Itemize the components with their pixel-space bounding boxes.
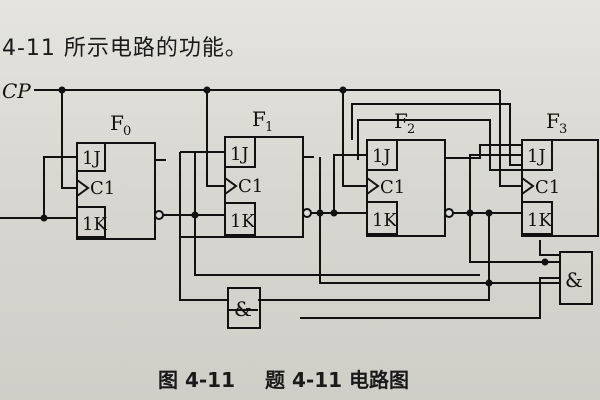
inverted-output-bubble	[154, 210, 164, 220]
clock-label: CP	[2, 79, 31, 103]
flipflop-name: F	[110, 111, 124, 135]
figure-caption: 图 4-11 题 4-11 电路图	[158, 364, 439, 393]
stage-wiring	[163, 103, 560, 319]
flipflop-subscript: 2	[407, 122, 415, 137]
clock-wiring	[61, 90, 522, 189]
flipflop-f2: 1J C1 1K F 2	[366, 109, 456, 237]
flipflop-f0: 1J C1 1K F 0	[76, 111, 166, 240]
input-wiring	[0, 156, 77, 222]
inverted-output-bubble	[444, 208, 454, 218]
and-gate-2: &	[559, 251, 593, 305]
k-input-label: 1K	[230, 211, 255, 232]
gate-label: &	[565, 268, 583, 292]
flipflop-f1: 1J C1 1K F 1	[224, 107, 314, 238]
and-gate-1: &	[227, 287, 261, 329]
inverted-output-bubble	[302, 208, 312, 218]
clock-input-label: C1	[238, 176, 263, 197]
question-heading: 4-11 所示电路的功能。	[2, 36, 248, 61]
clock-input-label: C1	[535, 177, 560, 198]
j-input-label: 1J	[230, 144, 249, 165]
gate-label: &	[234, 297, 252, 321]
clock-input-label: C1	[380, 177, 405, 198]
k-input-label: 1K	[372, 210, 397, 231]
j-input-label: 1J	[82, 148, 101, 169]
flipflop-subscript: 3	[559, 122, 567, 137]
flipflop-subscript: 1	[265, 120, 273, 135]
clock-input-label: C1	[90, 178, 115, 199]
flipflop-name: F	[252, 107, 266, 131]
figure-title: 题 4-11 电路图	[265, 368, 409, 392]
flipflop-name: F	[546, 109, 560, 133]
flipflop-subscript: 0	[123, 124, 131, 139]
j-input-label: 1J	[527, 146, 546, 167]
flipflop-f3: 1J C1 1K F 3	[521, 109, 599, 237]
j-input-label: 1J	[372, 146, 391, 167]
k-input-label: 1K	[82, 214, 107, 235]
figure-number: 图 4-11	[158, 368, 236, 392]
k-input-label: 1K	[527, 210, 552, 231]
